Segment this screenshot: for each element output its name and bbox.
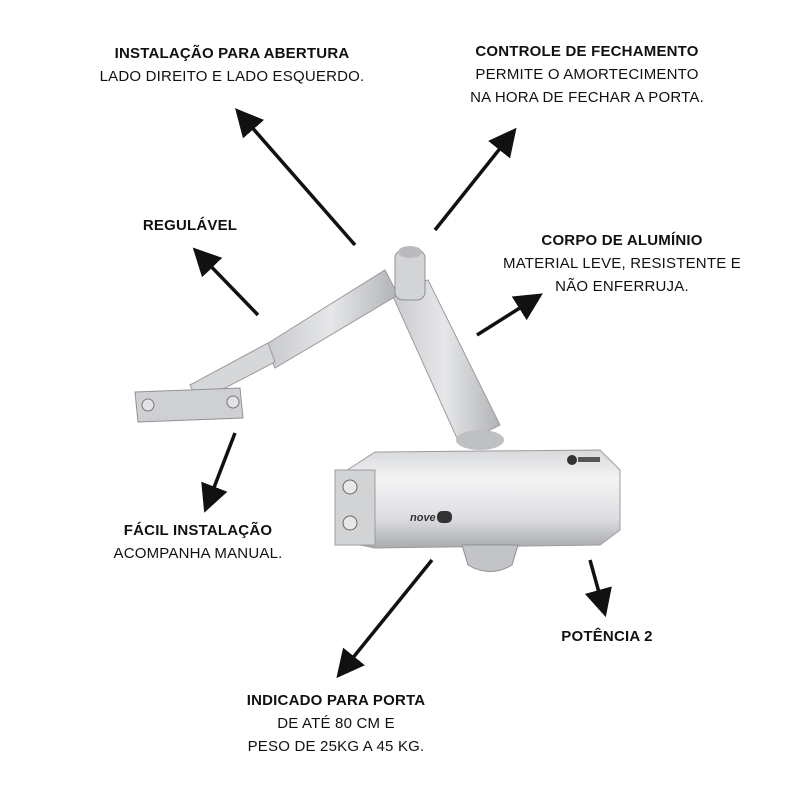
callout-title: CORPO DE ALUMÍNIO	[541, 232, 703, 249]
arrow-corpo	[476, 293, 543, 337]
arrow-controle	[433, 127, 517, 232]
callout-title: INSTALAÇÃO PARA ABERTURA	[114, 45, 350, 62]
callout-line: MATERIAL LEVE, RESISTENTE E	[503, 255, 741, 272]
callout-controle: CONTROLE DE FECHAMENTO PERMITE O AMORTEC…	[470, 40, 704, 109]
callout-title: POTÊNCIA 2	[561, 628, 653, 645]
arrow-potencia	[584, 559, 612, 618]
callout-potencia: POTÊNCIA 2	[561, 625, 652, 648]
callout-facil: FÁCIL INSTALAÇÃO ACOMPANHA MANUAL.	[114, 519, 283, 565]
brand-logo: nove	[410, 512, 436, 524]
callout-title: FÁCIL INSTALAÇÃO	[123, 522, 273, 539]
callout-line: ACOMPANHA MANUAL.	[113, 545, 283, 562]
callout-regulavel: REGULÁVEL	[143, 214, 237, 237]
callout-line: PESO DE 25KG A 45 KG.	[247, 738, 425, 755]
callout-corpo: CORPO DE ALUMÍNIO MATERIAL LEVE, RESISTE…	[503, 229, 741, 298]
callout-line: LADO DIREITO E LADO ESQUERDO.	[99, 68, 365, 85]
arrow-instalacao	[235, 108, 357, 247]
arrow-indicado	[336, 558, 434, 679]
callout-title: REGULÁVEL	[142, 217, 238, 234]
callout-instalacao: INSTALAÇÃO PARA ABERTURA LADO DIREITO E …	[100, 42, 365, 88]
callout-indicado: INDICADO PARA PORTA DE ATÉ 80 CM E PESO …	[247, 689, 426, 758]
callout-title: CONTROLE DE FECHAMENTO	[475, 43, 699, 60]
callout-line: DE ATÉ 80 CM E	[277, 715, 395, 732]
callout-line: NA HORA DE FECHAR A PORTA.	[470, 89, 704, 106]
door-closer: nove	[134, 246, 621, 572]
callout-line: PERMITE O AMORTECIMENTO	[475, 66, 699, 83]
callout-title: INDICADO PARA PORTA	[246, 692, 426, 709]
arrow-regulavel	[192, 247, 260, 317]
callout-line: NÃO ENFERRUJA.	[555, 278, 689, 295]
arrow-facil	[201, 432, 237, 513]
maker-logo	[567, 455, 577, 465]
